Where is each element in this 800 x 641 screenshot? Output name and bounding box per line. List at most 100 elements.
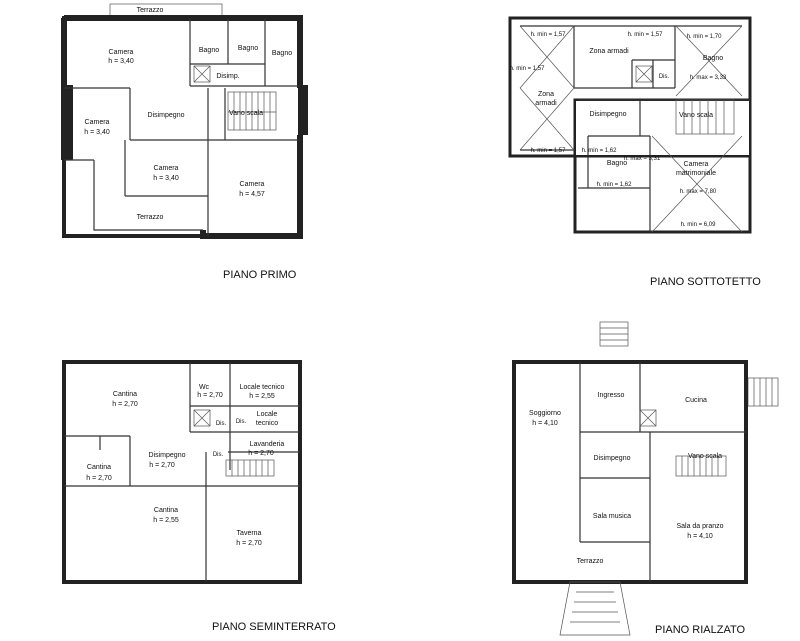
sottotetto-stairs	[675, 99, 735, 135]
primo-vano-scala-label: Vano scala	[229, 110, 263, 117]
sottotetto-interior-walls	[520, 25, 750, 232]
seminterrato-stairs	[225, 459, 275, 477]
sott-hmin-157-side: h. min = 1,57	[510, 66, 546, 72]
ria-terrazzo: Terrazzo	[577, 558, 604, 565]
primo-camera2-height: h = 3,40	[84, 129, 110, 136]
sem-lavanderia-h: h = 2,70	[248, 450, 274, 457]
sem-locale-tecnico2-1: Locale	[257, 411, 278, 418]
piano-primo-title: PIANO PRIMO	[223, 269, 297, 281]
sem-locale-tecnico1-h: h = 2,55	[249, 393, 275, 400]
sem-cantina3-h: h = 2,55	[153, 517, 179, 524]
piano-seminterrato-title: PIANO SEMINTERRATO	[212, 621, 336, 633]
terrazzo-top-outline	[109, 3, 223, 17]
rialzato-front-stairs	[559, 581, 631, 636]
ria-soggiorno: Soggiorno	[529, 410, 561, 417]
sott-bagno-top: Bagno	[703, 55, 723, 62]
primo-bagno3-label: Bagno	[272, 50, 292, 57]
sott-hmin-157-b: h. min = 1,57	[628, 32, 664, 38]
primo-shaft	[193, 65, 211, 83]
rialzato-shaft	[639, 409, 657, 427]
ria-sala-pranzo: Sala da pranzo	[676, 523, 723, 530]
sott-disimpegno: Disimpegno	[590, 111, 627, 118]
rialzato-interior-walls	[579, 362, 746, 582]
primo-interior-walls	[64, 18, 300, 236]
rialzato-stairs	[675, 455, 727, 477]
primo-outer-frame	[62, 16, 302, 238]
sott-zona-armadi-left-2: armadi	[535, 100, 557, 107]
sott-camera-1: Camera	[684, 161, 709, 168]
sott-dis: Dis.	[659, 74, 670, 80]
ria-vano-scala: Vano scala	[688, 453, 722, 460]
plan-piano-sottotetto: h. min = 1,57 h. min = 1,57 h. min = 1,7…	[508, 16, 761, 288]
plan-piano-primo: Terrazzo Camera h = 3,40 Bagno Bagno Bag…	[61, 3, 308, 281]
sottotetto-shaft	[635, 65, 653, 83]
primo-outer-walls	[61, 15, 308, 239]
ria-cucina: Cucina	[685, 397, 707, 404]
primo-camera4-height: h = 4,57	[239, 191, 265, 198]
rialzato-top-stairs	[599, 321, 629, 347]
sem-lavanderia: Lavanderia	[250, 441, 285, 448]
sem-cantina2: Cantina	[87, 464, 111, 471]
sem-cantina1-h: h = 2,70	[112, 401, 138, 408]
primo-camera1-label: Camera	[109, 49, 134, 56]
primo-bagno1-label: Bagno	[199, 47, 219, 54]
primo-camera2-label: Camera	[85, 119, 110, 126]
sem-wc-h: h = 2,70	[197, 392, 223, 399]
sottotetto-overlap-mask	[576, 101, 749, 155]
rialzato-right-stairs	[747, 377, 779, 407]
ria-disimpegno: Disimpegno	[594, 455, 631, 462]
sem-dis2: Dis.	[236, 419, 247, 425]
ria-soggiorno-h: h = 4,10	[532, 420, 558, 427]
sott-bagno-mid: Bagno	[607, 160, 627, 167]
sott-hmax-333: h. max = 3,33	[690, 75, 727, 81]
sott-hmin-162: h. min = 1,62	[597, 182, 633, 188]
sott-zona-armadi-top: Zona armadi	[589, 48, 629, 55]
sem-disimpegno-h: h = 2,70	[149, 462, 175, 469]
piano-rialzato-title: PIANO RIALZATO	[655, 624, 746, 636]
ria-sala-musica: Sala musica	[593, 513, 631, 520]
primo-camera1-height: h = 3,40	[108, 58, 134, 65]
sem-cantina3: Cantina	[154, 507, 178, 514]
rialzato-outer-frame	[512, 360, 748, 584]
sem-cantina1: Cantina	[113, 391, 137, 398]
sem-taverna-h: h = 2,70	[236, 540, 262, 547]
plan-piano-rialzato: Ingresso Soggiorno h = 4,10 Cucina Disim…	[512, 321, 779, 636]
sott-hmin-170: h. min = 1,70	[687, 34, 723, 40]
sott-zona-armadi-left-1: Zona	[538, 91, 554, 98]
primo-disimpegno-label: Disimpegno	[148, 112, 185, 119]
primo-camera4-label: Camera	[240, 181, 265, 188]
sott-hmin-162-side: h. min = 1,62	[582, 148, 618, 154]
piano-sottotetto-title: PIANO SOTTOTETTO	[650, 276, 761, 288]
primo-terrazzo-bottom-label: Terrazzo	[137, 214, 164, 221]
sott-camera-2: matrimoniale	[676, 170, 716, 177]
sottotetto-upper-frame	[508, 16, 752, 158]
sem-cantina2-h: h = 2,70	[86, 475, 112, 482]
sem-disimpegno: Disimpegno	[149, 452, 186, 459]
primo-disimp-label: Disimp.	[216, 73, 239, 80]
ria-sala-pranzo-h: h = 4,10	[687, 533, 713, 540]
sott-vano-scala: Vano scala	[679, 112, 713, 119]
sem-wc: Wc	[199, 384, 210, 391]
sott-hmin-609: h. min = 6,09	[681, 222, 717, 228]
sott-hmin-157-a: h. min = 1,57	[531, 32, 567, 38]
primo-camera3-label: Camera	[154, 165, 179, 172]
seminterrato-interior-walls	[64, 362, 300, 582]
sott-hmax-331: h. max = 3,31	[624, 156, 661, 162]
sott-hmin-157-c: h. min = 1,57	[531, 148, 567, 154]
primo-terrazzo-top-label: Terrazzo	[137, 7, 164, 14]
ria-ingresso: Ingresso	[598, 392, 625, 399]
primo-bagno2-label: Bagno	[238, 45, 258, 52]
seminterrato-outer-frame	[62, 360, 302, 584]
sem-dis1: Dis.	[216, 421, 227, 427]
primo-camera3-height: h = 3,40	[153, 175, 179, 182]
sem-locale-tecnico2-2: tecnico	[256, 420, 278, 427]
sem-dis3: Dis.	[213, 452, 224, 458]
primo-stairs	[227, 91, 277, 131]
sem-locale-tecnico1: Locale tecnico	[240, 384, 285, 391]
sott-hmax-780: h. max = 7,80	[680, 189, 717, 195]
sem-taverna: Taverna	[237, 530, 262, 537]
seminterrato-shaft	[193, 409, 211, 427]
plan-piano-seminterrato: Cantina h = 2,70 Wc h = 2,70 Locale tecn…	[62, 360, 336, 633]
sottotetto-roof-lines	[519, 25, 743, 233]
